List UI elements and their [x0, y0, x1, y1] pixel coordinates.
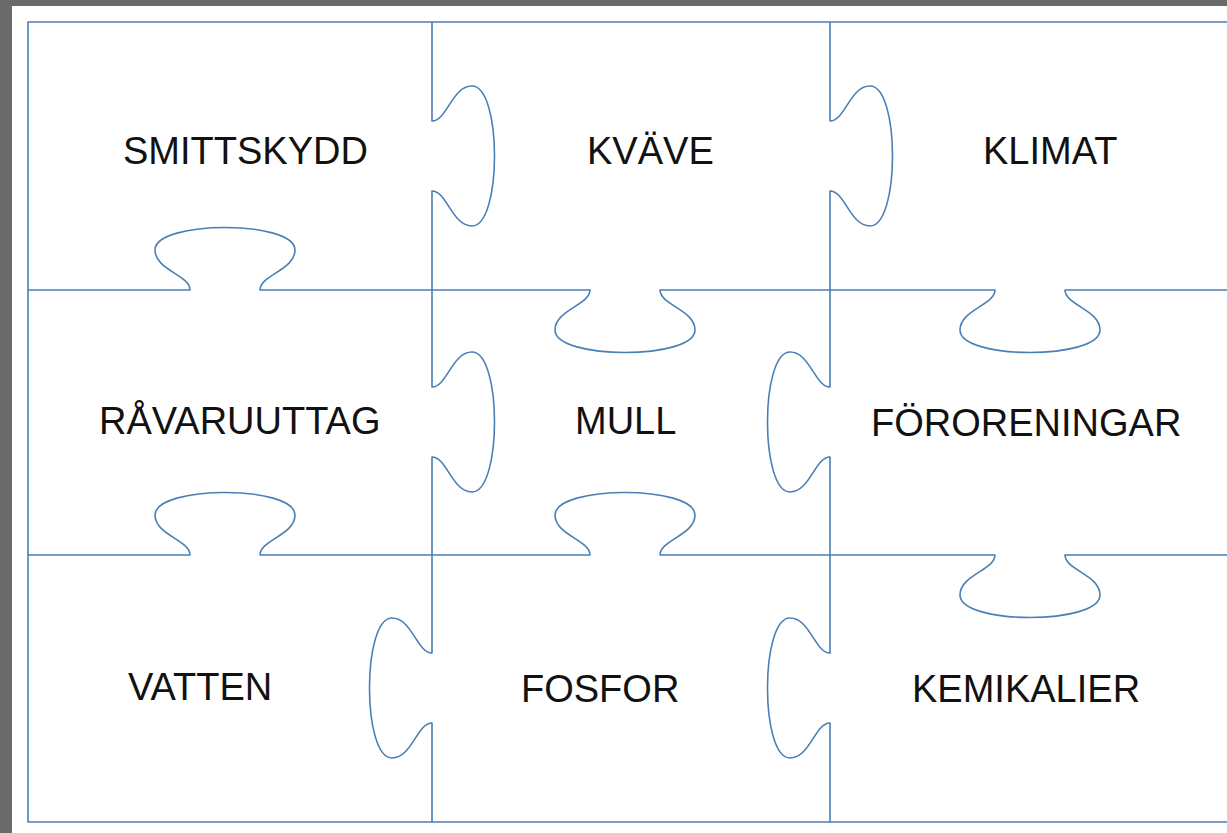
puzzle-seam	[370, 22, 495, 822]
puzzle-piece: MULL	[575, 400, 676, 444]
puzzle-piece: KEMIKALIER	[912, 668, 1140, 712]
piece-label: KLIMAT	[983, 130, 1117, 174]
puzzle-piece: SMITTSKYDD	[123, 130, 368, 174]
piece-label: KEMIKALIER	[912, 668, 1140, 712]
puzzle-lines	[28, 22, 1227, 822]
puzzle-seam	[28, 228, 1227, 353]
piece-label: FOSFOR	[521, 668, 679, 712]
piece-label: KVÄVE	[587, 130, 714, 174]
piece-label: VATTEN	[128, 666, 272, 710]
puzzle-piece: KLIMAT	[983, 130, 1117, 174]
puzzle-piece: FOSFOR	[521, 668, 679, 712]
white-ground	[12, 6, 1227, 833]
puzzle-border	[28, 22, 1227, 822]
piece-label: RÅVARUUTTAG	[99, 400, 381, 444]
puzzle-piece: KVÄVE	[587, 130, 714, 174]
puzzle-piece: FÖRORENINGAR	[871, 402, 1181, 446]
puzzle-piece: RÅVARUUTTAG	[99, 400, 381, 444]
piece-label: FÖRORENINGAR	[871, 402, 1181, 446]
puzzle-seam	[28, 493, 1227, 618]
piece-label: SMITTSKYDD	[123, 130, 368, 174]
piece-label: MULL	[575, 400, 676, 444]
puzzle-piece: VATTEN	[128, 666, 272, 710]
